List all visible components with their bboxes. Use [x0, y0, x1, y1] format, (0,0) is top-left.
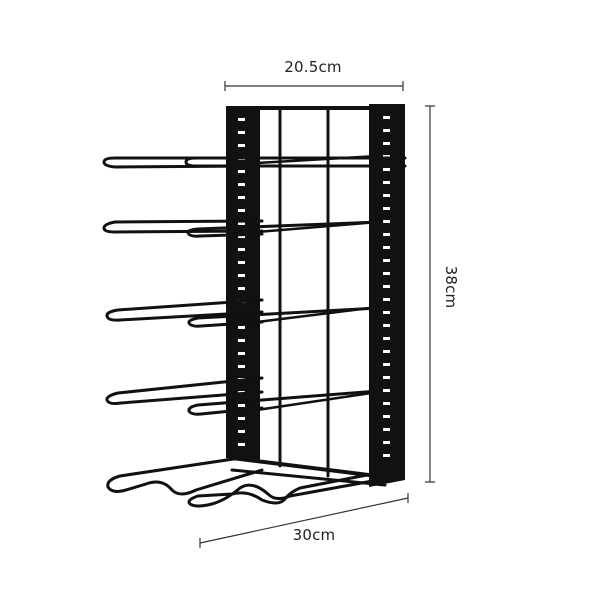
shelf-arms [102, 156, 407, 508]
slot [383, 220, 390, 223]
slot [238, 339, 245, 342]
slot [238, 326, 245, 329]
slot [238, 365, 245, 368]
slot [238, 404, 245, 407]
slot [383, 376, 390, 379]
slot [383, 298, 390, 301]
slot [238, 274, 245, 277]
slot [383, 415, 390, 418]
slot [383, 363, 390, 366]
slot [238, 287, 245, 290]
slot [383, 233, 390, 236]
slot [383, 168, 390, 171]
slot [238, 443, 245, 446]
tier-arm [105, 298, 380, 328]
slot [383, 272, 390, 275]
slot [238, 417, 245, 420]
slot [238, 183, 245, 186]
tier-arm [102, 219, 382, 238]
right-upright-slots [383, 116, 390, 457]
slot [383, 181, 390, 184]
slot [383, 116, 390, 119]
slot [238, 248, 245, 251]
slot [383, 246, 390, 249]
slot [383, 311, 390, 314]
slot [383, 285, 390, 288]
slot [383, 454, 390, 457]
slot [383, 441, 390, 444]
slot [238, 209, 245, 212]
tier-arm [102, 156, 407, 169]
slot [238, 430, 245, 433]
slot [383, 194, 390, 197]
slot [383, 207, 390, 210]
slot [238, 196, 245, 199]
slot [383, 337, 390, 340]
slot [238, 131, 245, 134]
slot [383, 259, 390, 262]
slot [383, 324, 390, 327]
tier-arm [106, 456, 380, 508]
width-dimension-label: 20.5cm [284, 58, 342, 76]
dimension-lines [199, 81, 435, 548]
depth-dimension-label: 30cm [292, 526, 336, 544]
slot [383, 129, 390, 132]
slot [238, 118, 245, 121]
slot [383, 350, 390, 353]
slot [383, 389, 390, 392]
slot [383, 428, 390, 431]
slot [238, 235, 245, 238]
slot [238, 261, 245, 264]
tier-arm [105, 376, 380, 416]
height-dimension-label: 38cm [442, 265, 460, 309]
slot [383, 142, 390, 145]
slot [383, 402, 390, 405]
slot [238, 222, 245, 225]
right-upright [369, 104, 405, 487]
slot [238, 170, 245, 173]
slot [238, 144, 245, 147]
slot [238, 352, 245, 355]
